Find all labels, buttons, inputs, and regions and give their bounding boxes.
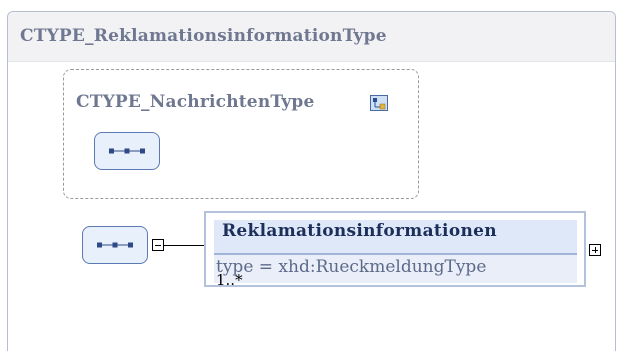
complex-type-header: CTYPE_ReklamationsinformationType: [8, 12, 615, 62]
element-name: Reklamationsinformationen: [222, 221, 497, 241]
base-sequence-compositor[interactable]: [94, 132, 160, 170]
sequence-icon: [97, 242, 133, 248]
collapse-sequence-toggle[interactable]: [152, 239, 164, 251]
element-box[interactable]: Reklamationsinformationen type = xhd:Rue…: [204, 211, 586, 287]
element-type: type = xhd:RueckmeldungType: [216, 257, 487, 277]
complex-type-title: CTYPE_ReklamationsinformationType: [20, 26, 387, 46]
element-name-area: [214, 220, 577, 253]
sequence-icon: [109, 148, 145, 154]
element-type-area: [214, 255, 577, 283]
connector-line: [164, 245, 204, 246]
complex-type-container: CTYPE_ReklamationsinformationType: [7, 11, 616, 351]
element-occurrence: 1..*: [216, 271, 243, 289]
base-type-container: CTYPE_NachrichtenType: [63, 69, 419, 199]
main-sequence-compositor[interactable]: [82, 226, 148, 264]
element-separator: [214, 253, 577, 255]
plus-expand-icon[interactable]: [589, 244, 601, 256]
complex-type-icon: [370, 95, 388, 111]
base-type-title[interactable]: CTYPE_NachrichtenType: [76, 92, 315, 112]
